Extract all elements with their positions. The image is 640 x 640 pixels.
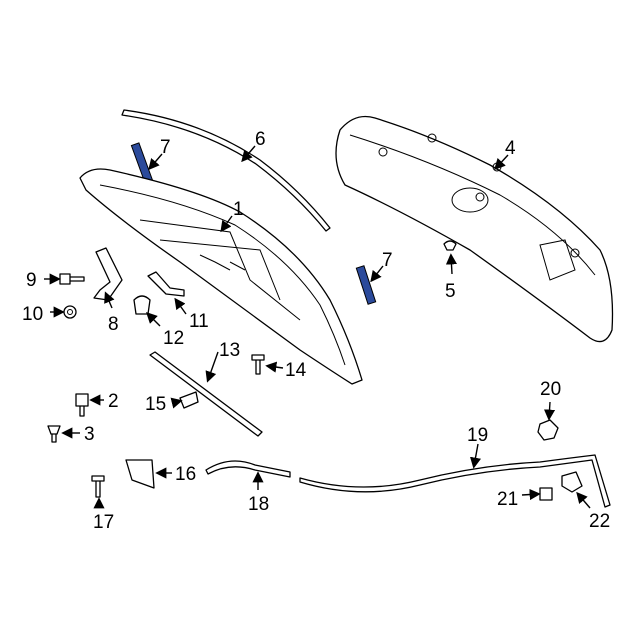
callout-14: 14 [285,360,307,381]
callout-20: 20 [540,379,561,400]
part-18-cable[interactable] [205,460,291,478]
part-22-handle[interactable] [561,471,583,493]
callout-12: 12 [163,328,184,349]
callout-9: 9 [26,270,37,291]
part-13-prop-rod[interactable] [149,351,263,437]
part-11-rod[interactable] [147,271,185,297]
callout-5: 5 [445,281,456,302]
part-10-nut[interactable] [63,305,77,319]
callout-16: 16 [175,464,196,485]
part-15-grommet[interactable] [179,391,199,409]
callout-1: 1 [233,199,244,220]
callout-2: 2 [108,391,119,412]
callout-7-right: 7 [382,250,393,271]
callout-3: 3 [84,424,95,445]
callout-13: 13 [219,340,240,361]
callout-8: 8 [108,314,119,335]
part-3-pushpin[interactable] [47,425,61,443]
callout-6: 6 [255,129,266,150]
part-9-bolt[interactable] [59,273,85,285]
part-4-insulator[interactable] [335,115,614,343]
callout-17: 17 [93,512,114,533]
part-8-bracket[interactable] [93,247,123,301]
part-6-weatherstrip[interactable] [121,109,331,232]
callout-21: 21 [497,489,518,510]
part-16-bracket[interactable] [125,459,155,489]
callout-7-left: 7 [160,137,171,158]
part-20-clip[interactable] [537,419,559,441]
part-19-release-cable[interactable] [299,454,611,508]
callout-11: 11 [189,311,209,332]
part-12-clip[interactable] [133,295,151,315]
part-17-screw[interactable] [91,475,105,498]
part-2-bolt[interactable] [75,393,89,417]
callout-22: 22 [589,511,610,532]
callout-10: 10 [22,304,43,325]
part-7-seal-right[interactable] [355,265,377,305]
part-14-screw[interactable] [251,354,265,375]
part-21-bolt[interactable] [539,487,553,501]
callout-4: 4 [505,138,516,159]
leader-lines [44,145,591,509]
part-1-hood[interactable] [79,168,363,385]
callout-15: 15 [145,394,166,415]
callout-19: 19 [467,425,488,446]
part-5-clip[interactable] [443,240,457,251]
callout-18: 18 [248,494,269,515]
